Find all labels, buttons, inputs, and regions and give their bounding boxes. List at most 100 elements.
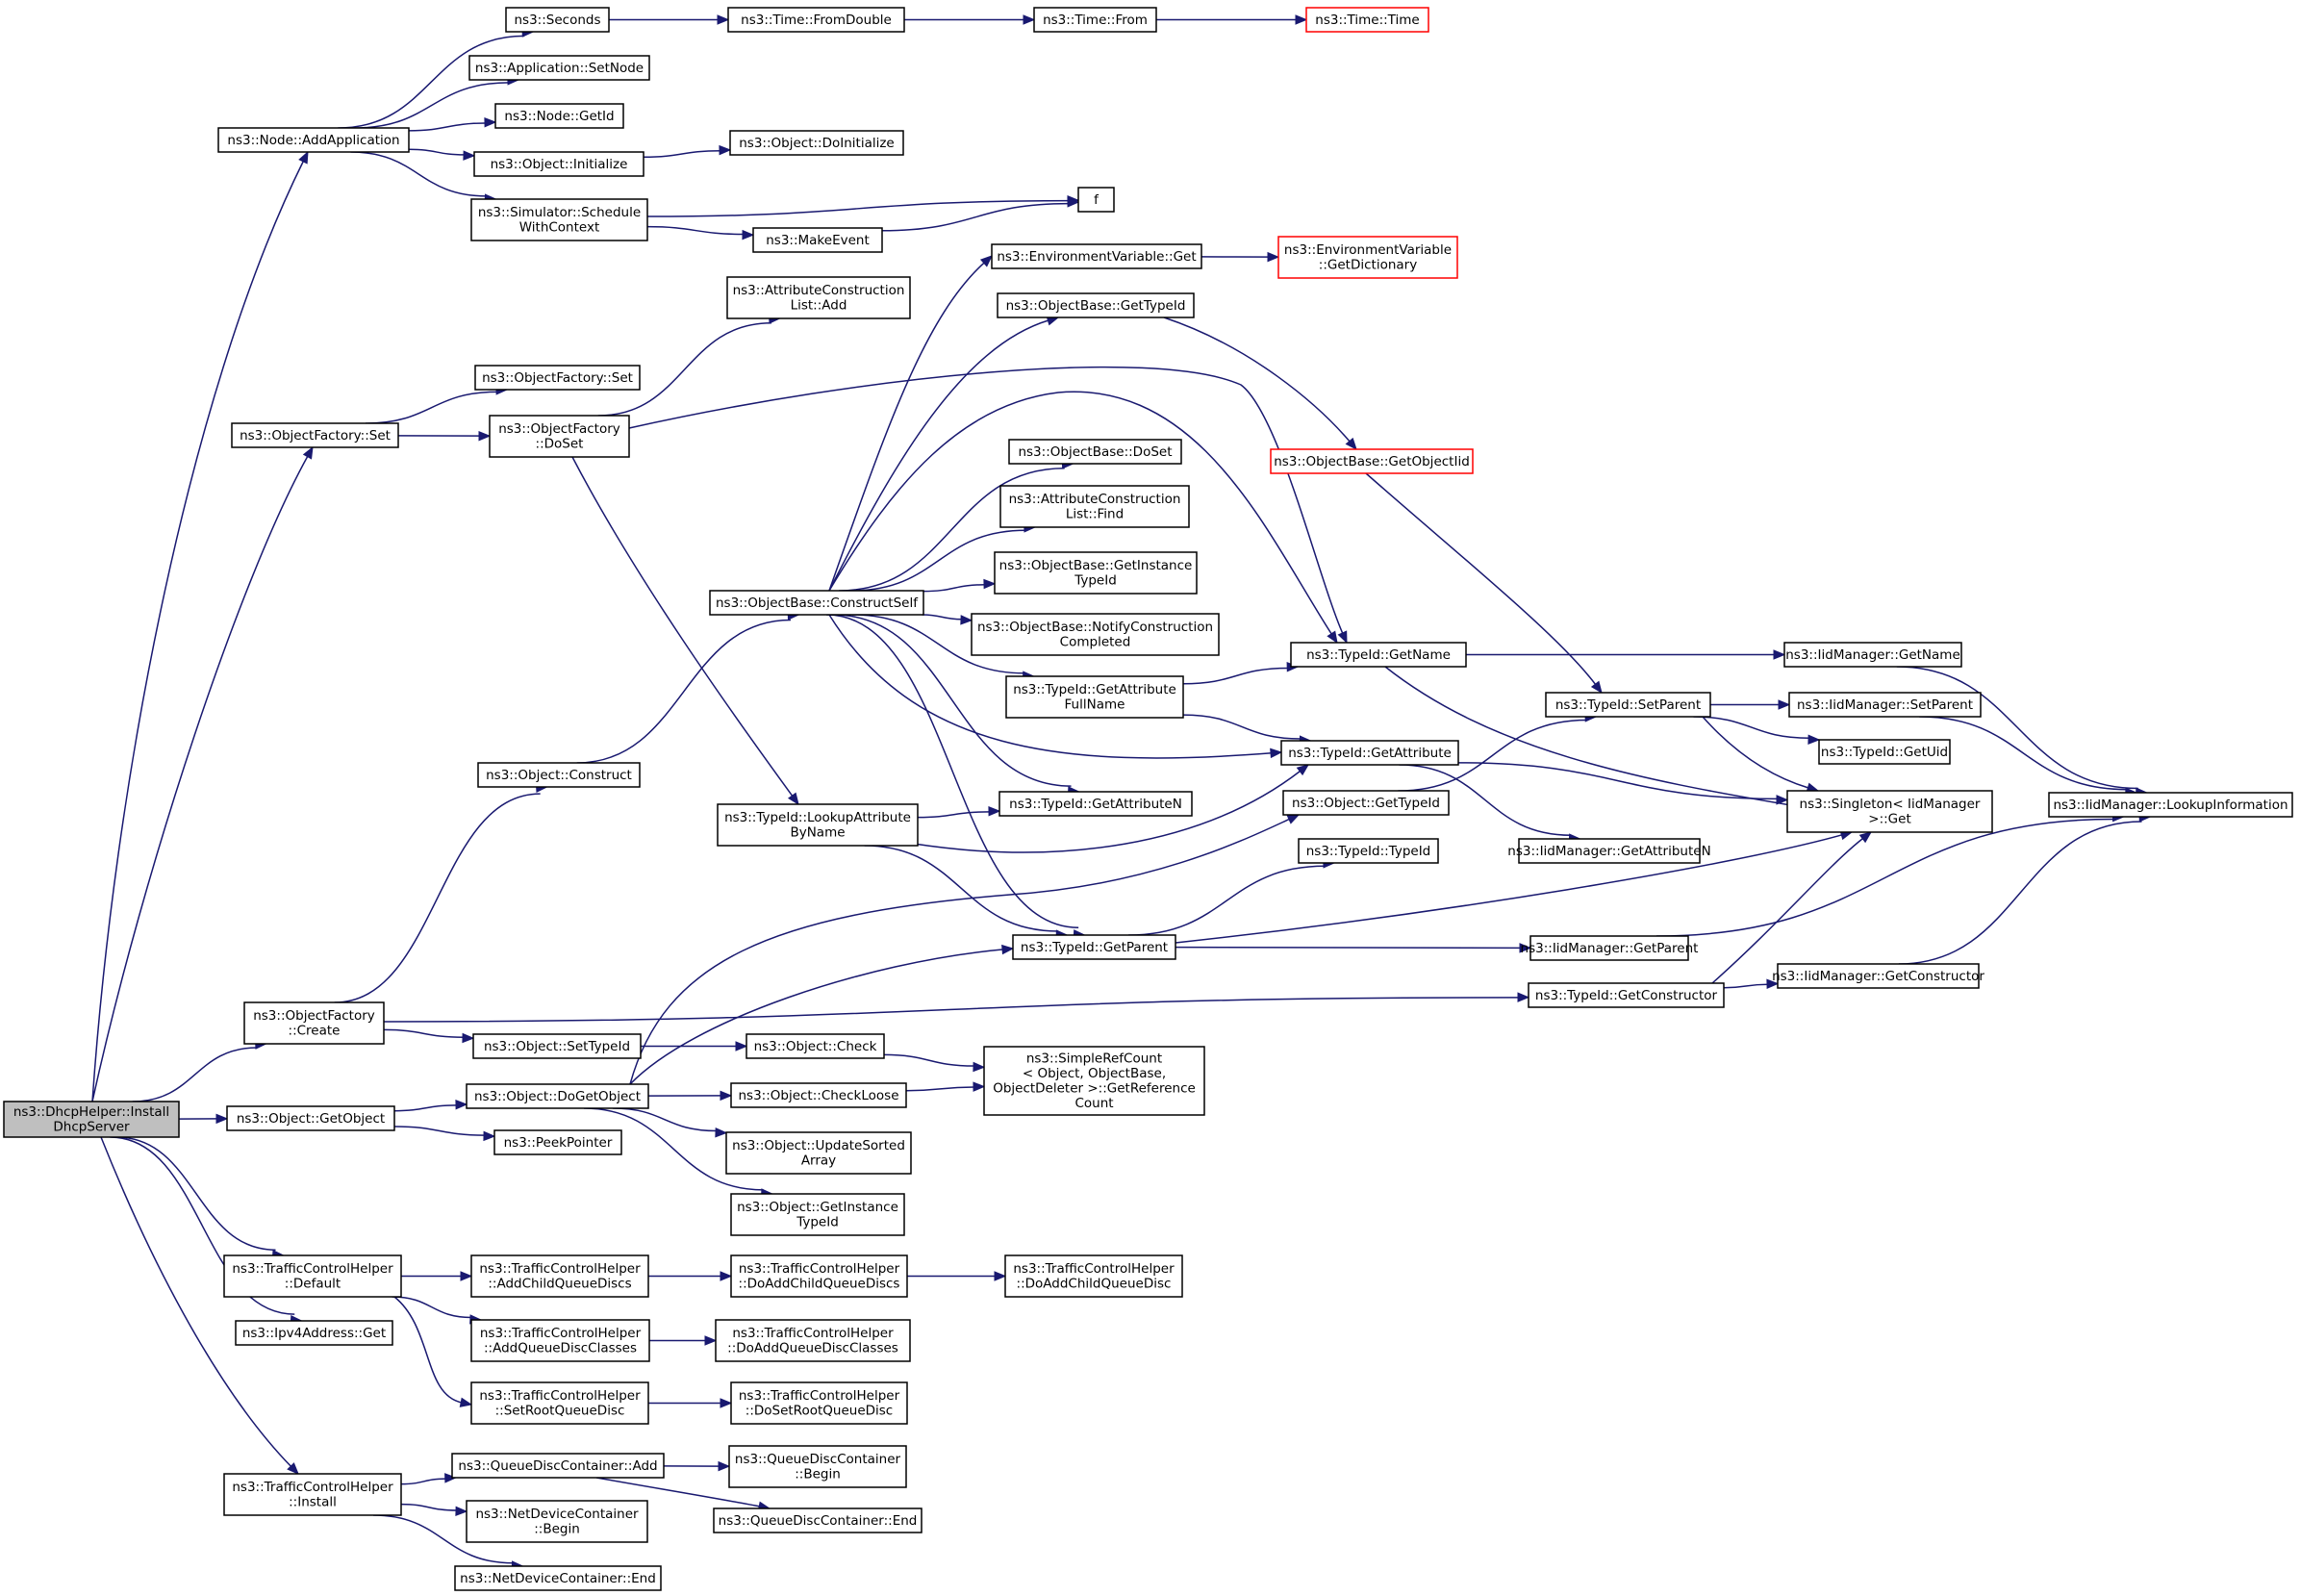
node-obj_dogetobject[interactable]: ns3::Object::DoGetObject [466,1083,649,1109]
node-of_doset[interactable]: ns3::ObjectFactory::DoSet [489,415,630,458]
edge-root-to-tch_install [100,1136,299,1475]
node-tch_doaddchild1[interactable]: ns3::TrafficControlHelper::DoAddChildQue… [1004,1254,1183,1298]
node-obj_doinit[interactable]: ns3::Object::DoInitialize [729,130,904,156]
node-of_set2[interactable]: ns3::ObjectFactory::Set [474,365,641,391]
node-label: WithContext [519,220,600,236]
node-qdc_end[interactable]: ns3::QueueDiscContainer::End [713,1507,923,1533]
edge-root-to-node_addapp [91,150,309,1102]
edge-of_create-to-tid_getctor [383,992,1530,1023]
node-tid_getuid[interactable]: ns3::TypeId::GetUid [1818,739,1951,765]
node-label: ns3::EnvironmentVariable [1284,242,1452,258]
node-tid_setparent[interactable]: ns3::TypeId::SetParent [1545,692,1711,718]
node-tch_default[interactable]: ns3::TrafficControlHelper::Default [223,1254,402,1298]
edge-root-to-of_create [132,1039,268,1102]
node-ob_constructself[interactable]: ns3::ObjectBase::ConstructSelf [709,590,924,616]
node-srefcount[interactable]: ns3::SimpleRefCount< Object, ObjectBase,… [983,1046,1205,1116]
node-tid_getattrn[interactable]: ns3::TypeId::GetAttributeN [998,791,1193,817]
node-obj_gettypeid[interactable]: ns3::Object::GetTypeId [1282,790,1450,816]
node-label: ::AddChildQueueDiscs [488,1277,631,1292]
node-label: ns3::QueueDiscContainer::Add [458,1458,657,1474]
node-iid_lookup[interactable]: ns3::IidManager::LookupInformation [2048,792,2293,818]
node-node_getid[interactable]: ns3::Node::GetId [494,103,624,129]
edge-tid_getctor-to-singleton_get [1711,831,1873,984]
edge-tch_install-to-qdc_add [400,1473,458,1485]
node-ob_gettypeid[interactable]: ns3::ObjectBase::GetTypeId [997,292,1195,318]
node-label: < Object, ObjectBase, [1023,1066,1166,1081]
node-singleton_get[interactable]: ns3::Singleton< IidManager >::Get [1786,790,1993,833]
node-label: ns3::ObjectFactory::Set [482,370,633,386]
node-label: DhcpServer [53,1120,130,1135]
node-app_setnode[interactable]: ns3::Application::SetNode [468,55,650,81]
edge-tid_lookupattr-to-tid_getattrn [917,806,1001,819]
node-makeevent[interactable]: ns3::MakeEvent [752,227,883,253]
node-time[interactable]: ns3::Time::Time [1305,7,1429,33]
node-tch_doaddclasses[interactable]: ns3::TrafficControlHelper::DoAddQueueDis… [715,1319,911,1362]
node-qdc_add[interactable]: ns3::QueueDiscContainer::Add [451,1453,665,1479]
node-iid_getparent[interactable]: ns3::IidManager::GetParent [1521,935,1699,961]
node-tid_getparent[interactable]: ns3::TypeId::GetParent [1012,934,1176,960]
node-ipv4_get[interactable]: ns3::Ipv4Address::Get [235,1320,393,1346]
node-box [468,55,650,81]
node-tch_dosetroot[interactable]: ns3::TrafficControlHelper::DoSetRootQueu… [730,1381,908,1425]
node-of_create[interactable]: ns3::ObjectFactory::Create [243,1001,385,1045]
node-label: ns3::IidManager::GetConstructor [1772,969,1984,984]
node-iid_getctor[interactable]: ns3::IidManager::GetConstructor [1772,963,1984,989]
node-from[interactable]: ns3::Time::From [1033,7,1157,33]
node-obj_check[interactable]: ns3::Object::Check [746,1033,885,1059]
node-label: ns3::TypeId::TypeId [1306,844,1431,859]
node-tch_doaddchild[interactable]: ns3::TrafficControlHelper::DoAddChildQue… [730,1254,908,1298]
node-ob_getobjiid[interactable]: ns3::ObjectBase::GetObjectIid [1270,448,1474,474]
node-box [994,551,1198,595]
node-obj_getobject[interactable]: ns3::Object::GetObject [226,1105,395,1131]
node-obj_construct[interactable]: ns3::Object::Construct [477,762,641,788]
node-label: ns3::Object::GetInstance [737,1200,898,1215]
node-label: ns3::TypeId::LookupAttribute [724,810,911,825]
node-ndc_begin[interactable]: ns3::NetDeviceContainer::Begin [466,1500,648,1543]
node-tch_install[interactable]: ns3::TrafficControlHelper::Install [223,1473,402,1516]
node-ndc_end[interactable]: ns3::NetDeviceContainer::End [454,1565,662,1591]
node-tid_getname[interactable]: ns3::TypeId::GetName [1290,642,1467,668]
node-obj_checkloose[interactable]: ns3::Object::CheckLoose [730,1082,907,1108]
node-f[interactable]: f [1077,187,1115,213]
node-box [1783,642,1962,668]
node-node_addapp[interactable]: ns3::Node::AddApplication [217,127,410,153]
node-box [1529,935,1689,961]
node-qdc_begin[interactable]: ns3::QueueDiscContainer::Begin [728,1445,907,1488]
node-tch_setroot[interactable]: ns3::TrafficControlHelper::SetRootQueueD… [470,1381,649,1425]
node-seconds[interactable]: ns3::Seconds [505,7,610,33]
node-tid_getctor[interactable]: ns3::TypeId::GetConstructor [1528,982,1725,1008]
node-iid_getname[interactable]: ns3::IidManager::GetName [1783,642,1962,668]
node-box [713,1507,923,1533]
node-iid_setparent[interactable]: ns3::IidManager::SetParent [1788,692,1982,718]
node-ob_notify[interactable]: ns3::ObjectBase::NotifyConstructionCompl… [971,613,1220,656]
node-obj_settypeid[interactable]: ns3::Object::SetTypeId [472,1033,642,1059]
node-label: ns3::ObjectBase::GetObjectIid [1274,454,1470,469]
node-tid_getattr[interactable]: ns3::TypeId::GetAttribute [1280,740,1459,766]
node-tch_addchild[interactable]: ns3::TrafficControlHelper::AddChildQueue… [470,1254,649,1298]
node-envvar_get[interactable]: ns3::EnvironmentVariable::Get [991,243,1202,269]
node-of_set[interactable]: ns3::ObjectFactory::Set [231,422,399,448]
node-ob_doset[interactable]: ns3::ObjectBase::DoSet [1008,439,1182,465]
node-box [997,292,1195,318]
node-obj_init[interactable]: ns3::Object::Initialize [473,151,645,177]
node-tch_addclasses[interactable]: ns3::TrafficControlHelper::AddQueueDiscC… [470,1319,650,1362]
node-fromdouble[interactable]: ns3::Time::FromDouble [727,7,905,33]
node-peekpointer[interactable]: ns3::PeekPointer [493,1129,622,1155]
node-tid_typeid[interactable]: ns3::TypeId::TypeId [1298,838,1439,864]
node-envvar_dict[interactable]: ns3::EnvironmentVariable::GetDictionary [1277,236,1458,279]
edge-tid_getattr-to-singleton_get [1457,762,1789,805]
node-box [725,1131,912,1175]
node-iid_getattrn[interactable]: ns3::IidManager::GetAttributeN [1507,838,1711,864]
node-label: ns3::AttributeConstruction [733,283,905,298]
edge-from-to-time [1156,14,1308,25]
node-box [1277,236,1458,279]
